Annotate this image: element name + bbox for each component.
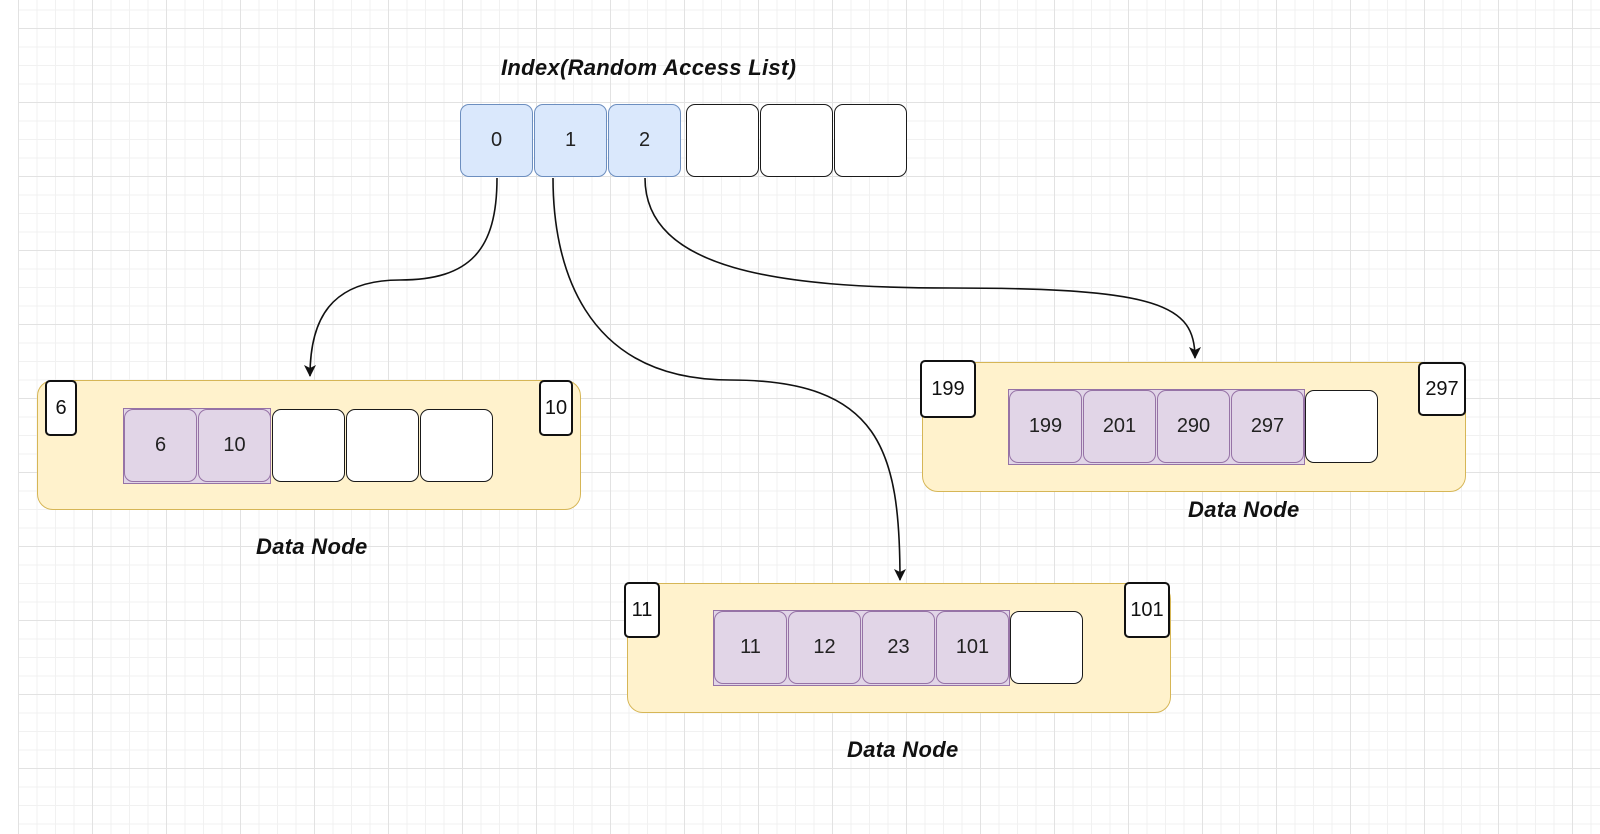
data-node-3-cell[interactable]: 290 (1157, 390, 1230, 463)
index-title: Index(Random Access List) (501, 55, 797, 80)
data-node-1-cell[interactable]: 6 (124, 409, 197, 482)
data-node-2-cell[interactable]: 101 (936, 611, 1009, 684)
connector-index1-to-node2[interactable] (552, 177, 906, 581)
data-node-2-cell[interactable]: 12 (788, 611, 861, 684)
data-node-2-cell[interactable]: 11 (714, 611, 787, 684)
data-node-1-max-key: 10 (539, 380, 573, 436)
data-node-1-min-key: 6 (45, 380, 77, 436)
index-slot[interactable]: 0 (460, 104, 533, 177)
data-node-2-cell-empty[interactable] (1010, 611, 1083, 684)
data-node-3-cell[interactable]: 297 (1231, 390, 1304, 463)
data-node-2-max-key: 101 (1124, 582, 1170, 638)
data-node-1-cell[interactable]: 10 (198, 409, 271, 482)
data-node-3-min-key: 199 (920, 360, 976, 418)
data-node-2-min-key: 11 (624, 582, 660, 638)
data-node-1-cell-empty[interactable] (272, 409, 345, 482)
data-node-3-label: Data Node (1188, 497, 1300, 522)
index-slot[interactable]: 2 (608, 104, 681, 177)
index-slot-empty[interactable] (686, 104, 759, 177)
data-node-3-cell-empty[interactable] (1305, 390, 1378, 463)
index-slot[interactable]: 1 (534, 104, 607, 177)
data-node-3-max-key: 297 (1418, 362, 1466, 416)
data-node-2-cell[interactable]: 23 (862, 611, 935, 684)
data-node-2-label: Data Node (847, 737, 959, 762)
index-slot-empty[interactable] (760, 104, 833, 177)
data-node-3-cell[interactable]: 199 (1009, 390, 1082, 463)
index-slot-empty[interactable] (834, 104, 907, 177)
data-node-3-cell[interactable]: 201 (1083, 390, 1156, 463)
connector-index0-to-node1[interactable] (304, 177, 498, 377)
data-node-1-cell-empty[interactable] (420, 409, 493, 482)
data-node-1-cell-empty[interactable] (346, 409, 419, 482)
data-node-1-label: Data Node (256, 534, 368, 559)
connector-index2-to-node3[interactable] (644, 177, 1201, 359)
